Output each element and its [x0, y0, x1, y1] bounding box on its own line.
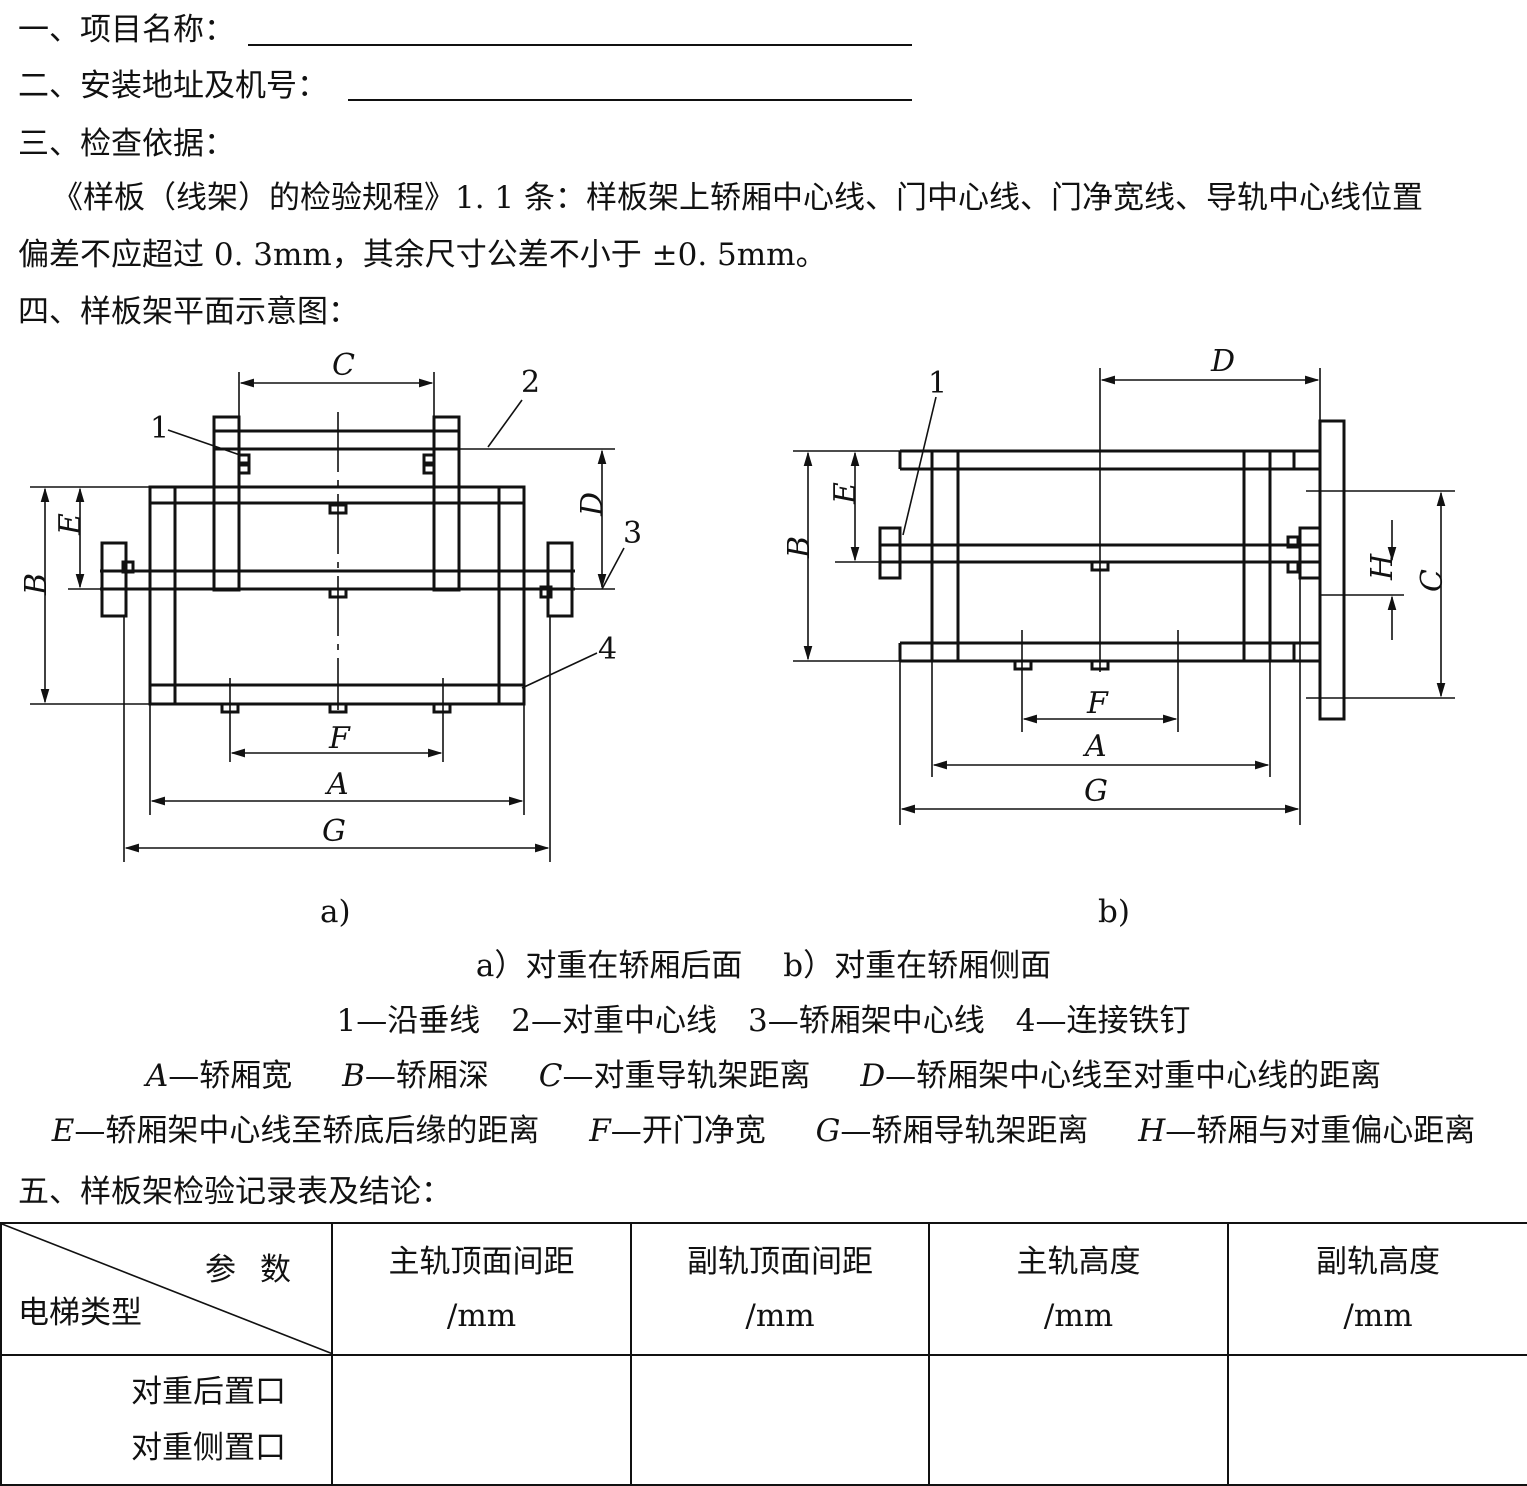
col-header: 主轨高度/mm — [928, 1222, 1229, 1356]
basis-label: 三、检查依据： — [18, 126, 235, 162]
fig-a-label-A: A — [324, 767, 349, 802]
legend-item: E—轿厢架中心线至轿底后缘的距离 — [51, 1113, 540, 1149]
diagram-heading: 四、样板架平面示意图： — [18, 294, 359, 330]
legend-item: H—轿厢与对重偏心距离 — [1138, 1113, 1476, 1149]
corner-type-label: 电梯类型 — [18, 1295, 142, 1331]
fig-b-label-E: E — [828, 482, 863, 505]
table-header-row: 参数 电梯类型 主轨顶面间距/mm 副轨顶面间距/mm 主轨高度/mm 副轨高度… — [0, 1222, 1527, 1356]
figure-a — [100, 415, 575, 714]
template-frame-diagram: C 1 2 3 4 D E B F A G D 1 E B H C F A G … — [19, 344, 1455, 862]
legend-item: B—轿厢深 — [342, 1058, 489, 1094]
fig-b-label-F: F — [1086, 686, 1109, 721]
value-cell[interactable] — [1227, 1354, 1527, 1486]
letter-legend-line1: A—轿厢宽 B—轿厢深 C—对重导轨架距离 D—轿厢架中心线至对重中心线的距离 — [0, 1056, 1527, 1096]
corner-cell: 参数 电梯类型 — [0, 1222, 333, 1356]
elevator-type-cell: 对重后置口 对重侧置口 — [0, 1354, 333, 1486]
fig-a-label-G: G — [322, 814, 346, 849]
col-header: 副轨高度/mm — [1227, 1222, 1527, 1356]
legend-item: G—轿厢导轨架距离 — [815, 1113, 1089, 1149]
fig-b-label-n1: 1 — [928, 366, 947, 401]
fig-a-label-F: F — [328, 721, 351, 756]
figure-b — [878, 419, 1346, 721]
figure-caption: a）对重在轿厢后面 b）对重在轿厢侧面 — [475, 948, 1052, 984]
fig-a-label-D: D — [575, 492, 610, 517]
sub-label-a-text: a) — [320, 894, 351, 930]
fig-b-label-B: B — [782, 536, 817, 559]
fig-a-label-C: C — [332, 348, 355, 383]
record-heading: 五、样板架检验记录表及结论： — [18, 1174, 452, 1210]
address-label: 二、安装地址及机号： — [18, 68, 328, 104]
sub-label-b-text: b) — [1098, 894, 1130, 930]
figure-b-dims — [793, 368, 1455, 825]
address-field[interactable] — [348, 99, 912, 101]
legend-item: A—轿厢宽 — [145, 1058, 293, 1094]
fig-a-label-E: E — [53, 513, 88, 536]
project-name-field[interactable] — [248, 44, 912, 46]
figure-a-dims — [30, 372, 625, 862]
fig-b-label-G: G — [1084, 774, 1108, 809]
value-cell[interactable] — [630, 1354, 930, 1486]
fig-a-label-n4: 4 — [598, 632, 617, 667]
value-cell[interactable] — [928, 1354, 1229, 1486]
legend-item: F—开门净宽 — [589, 1113, 766, 1149]
corner-param-label: 参数 — [205, 1252, 315, 1288]
col-header: 主轨顶面间距/mm — [331, 1222, 632, 1356]
basis-text-line1: 《样板（线架）的检验规程》1. 1 条：样板架上轿厢中心线、门中心线、门净宽线、… — [52, 180, 1424, 216]
legend-item: C—对重导轨架距离 — [538, 1058, 811, 1094]
fig-b-label-H: H — [1365, 553, 1400, 581]
basis-text-line2: 偏差不应超过 0. 3mm，其余尺寸公差不小于 ±0. 5mm。 — [18, 237, 827, 273]
numbered-legend: 1—沿垂线 2—对重中心线 3—轿厢架中心线 4—连接铁钉 — [336, 1003, 1191, 1039]
col-header: 副轨顶面间距/mm — [630, 1222, 930, 1356]
fig-a-label-n3: 3 — [623, 516, 642, 551]
letter-legend-line2: E—轿厢架中心线至轿底后缘的距离 F—开门净宽 G—轿厢导轨架距离 H—轿厢与对… — [0, 1111, 1527, 1151]
fig-a-label-n1: 1 — [150, 411, 169, 446]
type-side: 对重侧置口 — [131, 1430, 286, 1466]
fig-a-label-n2: 2 — [521, 365, 540, 400]
value-cell[interactable] — [331, 1354, 632, 1486]
legend-item: D—轿厢架中心线至对重中心线的距离 — [860, 1058, 1382, 1094]
corner-diagonal — [2, 1224, 333, 1354]
type-rear: 对重后置口 — [131, 1374, 286, 1410]
table-row: 对重后置口 对重侧置口 — [0, 1354, 1527, 1486]
inspection-record-table: 参数 电梯类型 主轨顶面间距/mm 副轨顶面间距/mm 主轨高度/mm 副轨高度… — [0, 1222, 1527, 1486]
project-name-label: 一、项目名称： — [18, 12, 235, 48]
fig-a-label-B: B — [19, 573, 54, 596]
fig-b-label-C: C — [1415, 569, 1450, 592]
fig-b-label-A: A — [1082, 729, 1107, 764]
fig-b-label-D: D — [1210, 344, 1235, 379]
